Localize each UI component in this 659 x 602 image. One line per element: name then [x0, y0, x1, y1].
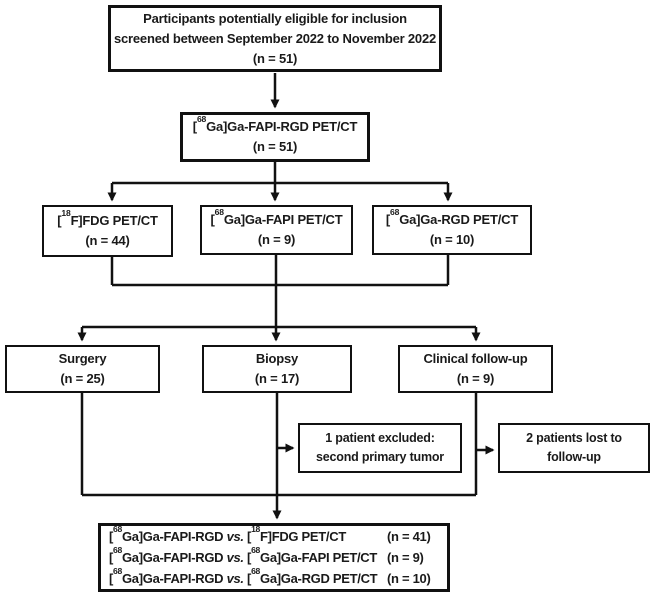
- screened-count: (n = 51): [252, 50, 298, 66]
- merge-outcomes-to-comparison: [80, 393, 478, 520]
- comparison-row-fapi: [68Ga]Ga-FAPI-RGD vs. [68Ga]Ga-FAPI PET/…: [109, 545, 439, 568]
- fanout-to-outcomes: [77, 255, 481, 342]
- clinical-follow-up-count: (n = 9): [456, 371, 495, 386]
- comparison-row-fapi-count: (n = 9): [387, 550, 424, 565]
- fanout-fapirgd-to-modalities: [107, 162, 453, 202]
- fapi-rgd-petct-label: [68Ga]Ga-FAPI-RGD PET/CT: [192, 114, 358, 134]
- fapi-petct-count: (n = 9): [257, 232, 296, 247]
- rgd-petct-count: (n = 10): [429, 232, 475, 247]
- clinical-follow-up-box: Clinical follow-up (n = 9): [398, 345, 553, 393]
- rgd-petct-box: [68Ga]Ga-RGD PET/CT (n = 10): [372, 205, 532, 255]
- comparison-row-fdg-count: (n = 41): [387, 529, 431, 544]
- biopsy-box: Biopsy (n = 17): [202, 345, 352, 393]
- lost-to-follow-up-box: 2 patients lost to follow-up: [498, 423, 650, 473]
- comparison-row-fdg: [68Ga]Ga-FAPI-RGD vs. [18F]FDG PET/CT (n…: [109, 524, 439, 547]
- comparison-row-rgd: [68Ga]Ga-FAPI-RGD vs. [68Ga]Ga-RGD PET/C…: [109, 566, 439, 589]
- surgery-label: Surgery: [58, 351, 107, 366]
- fdg-petct-count: (n = 44): [85, 233, 130, 248]
- surgery-count: (n = 25): [60, 371, 105, 386]
- converge-modalities: [110, 255, 450, 287]
- comparison-row-rgd-label: [68Ga]Ga-FAPI-RGD vs. [68Ga]Ga-RGD PET/C…: [109, 566, 378, 586]
- fdg-petct-label: [18F]FDG PET/CT: [57, 208, 158, 228]
- lost-to-follow-up-line-1: 2 patients lost to: [526, 431, 622, 445]
- rgd-petct-label: [68Ga]Ga-RGD PET/CT: [385, 207, 519, 227]
- clinical-follow-up-label: Clinical follow-up: [423, 351, 528, 366]
- patient-excluded-line-2: second primary tumor: [316, 450, 444, 464]
- screened-line-1: Participants potentially eligible for in…: [143, 10, 407, 26]
- comparison-box: [68Ga]Ga-FAPI-RGD vs. [18F]FDG PET/CT (n…: [98, 523, 450, 592]
- fapi-rgd-petct-box: [68Ga]Ga-FAPI-RGD PET/CT (n = 51): [180, 112, 370, 162]
- patient-excluded-line-1: 1 patient excluded:: [325, 431, 435, 445]
- biopsy-count: (n = 17): [254, 371, 300, 386]
- surgery-box: Surgery (n = 25): [5, 345, 160, 393]
- comparison-row-rgd-count: (n = 10): [387, 571, 431, 586]
- fapi-rgd-petct-count: (n = 51): [252, 139, 298, 154]
- fapi-petct-label: [68Ga]Ga-FAPI PET/CT: [210, 207, 343, 227]
- fapi-petct-box: [68Ga]Ga-FAPI PET/CT (n = 9): [200, 205, 353, 255]
- patient-excluded-box: 1 patient excluded: second primary tumor: [298, 423, 462, 473]
- fdg-petct-box: [18F]FDG PET/CT (n = 44): [42, 205, 173, 257]
- screened-line-2: screened between September 2022 to Novem…: [113, 30, 437, 46]
- lost-to-follow-up-line-2: follow-up: [547, 450, 601, 464]
- comparison-row-fdg-label: [68Ga]Ga-FAPI-RGD vs. [18F]FDG PET/CT: [109, 524, 346, 544]
- biopsy-label: Biopsy: [255, 351, 299, 366]
- screened-box: Participants potentially eligible for in…: [108, 5, 442, 72]
- comparison-row-fapi-label: [68Ga]Ga-FAPI-RGD vs. [68Ga]Ga-FAPI PET/…: [109, 545, 378, 565]
